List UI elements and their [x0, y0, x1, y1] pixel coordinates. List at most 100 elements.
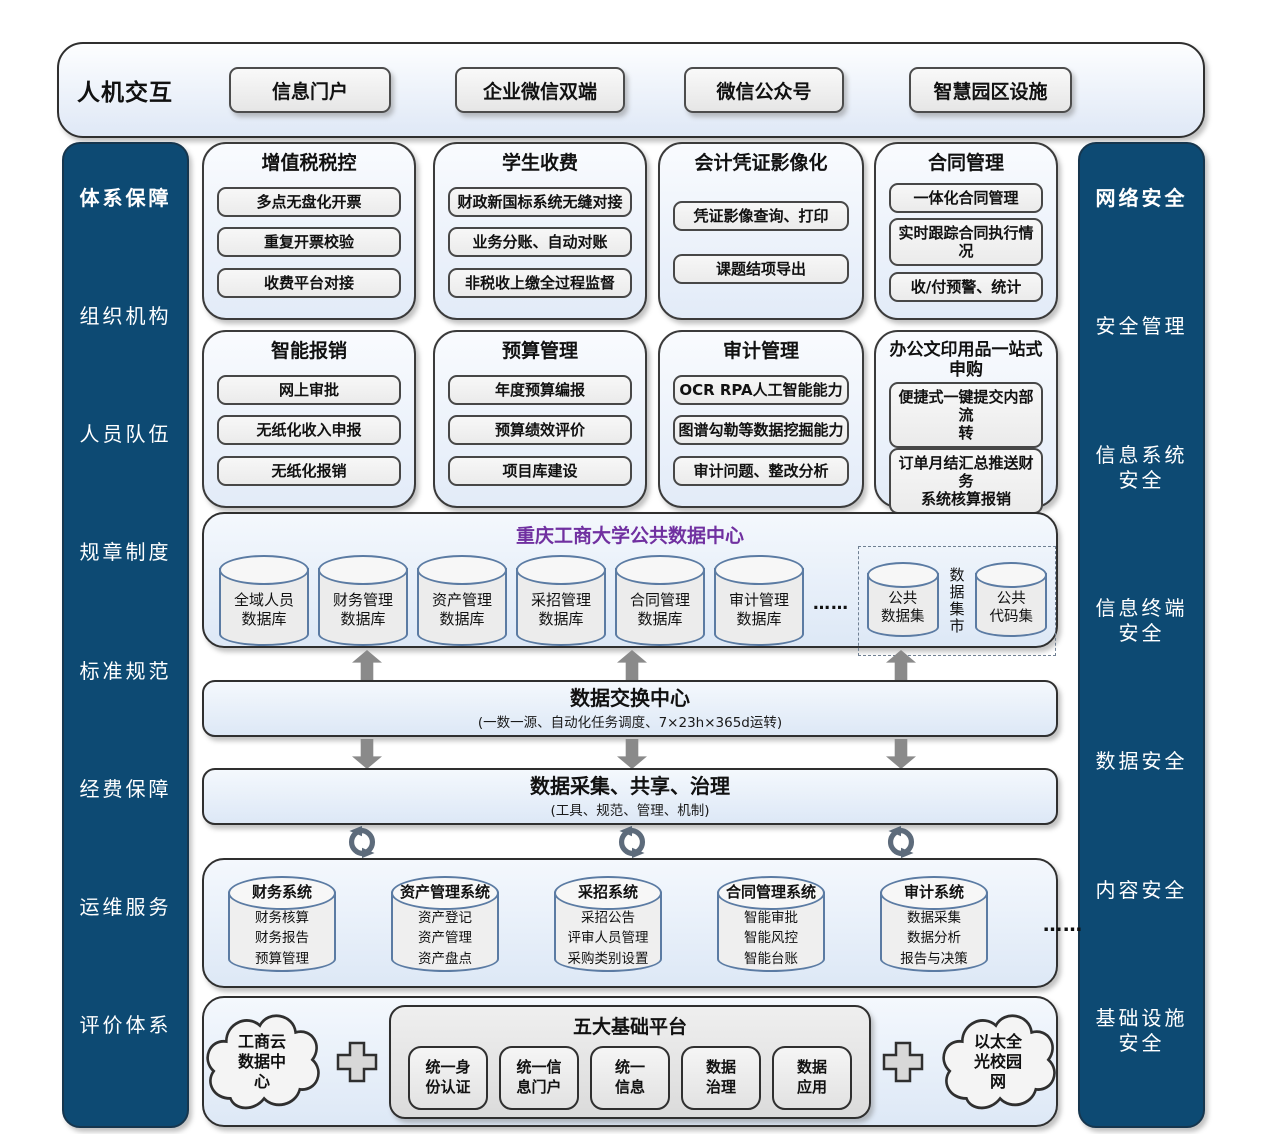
app-card-contract: 合同管理 一体化合同管理 实时跟踪合同执行情况 收/付预警、统计 — [874, 142, 1058, 320]
left-sidebar-item: 评价体系 — [79, 1012, 172, 1037]
database-cylinder: 全域人员 数据库 — [219, 555, 309, 646]
right-sidebar-item: 安全管理 — [1095, 314, 1188, 339]
app-card-budget: 预算管理 年度预算编报 预算绩效评价 项目库建设 — [433, 330, 647, 508]
down-arrow-icon — [352, 739, 382, 769]
data-governance-subtitle: (工具、规范、管理、机制) — [550, 802, 710, 819]
platform-title: 五大基础平台 — [572, 1015, 687, 1038]
hmi-button-wecom: 企业微信双端 — [455, 67, 625, 113]
app-card-smart-reimbursement: 智能报销 网上审批 无纸化收入申报 无纸化报销 — [202, 330, 416, 508]
right-sidebar-item: 信息系统安全 — [1095, 442, 1188, 492]
right-sidebar-item: 内容安全 — [1095, 877, 1188, 902]
app-card-item: 网上审批 — [217, 375, 401, 406]
app-card-student-fees: 学生收费 财政新国标系统无缝对接 业务分账、自动对账 非税收上缴全过程监督 — [433, 142, 647, 320]
system-items: 智能审批 智能风控 智能台账 — [744, 910, 798, 967]
database-label: 全域人员 数据库 — [233, 590, 294, 629]
platform-item-portal: 统一信 息门户 — [499, 1045, 579, 1110]
app-card-item: 重复开票校验 — [217, 227, 401, 258]
app-card-title: 学生收费 — [501, 152, 578, 174]
app-card-item: 收/付预警、统计 — [889, 272, 1043, 303]
app-card-item: 年度预算编报 — [448, 375, 632, 406]
app-card-title: 办公文印用品一站式 申购 — [889, 340, 1043, 380]
app-card-item: OCR RPA人工智能能力 — [673, 375, 849, 406]
hmi-button-portal: 信息门户 — [229, 67, 391, 113]
data-mart-label: 数据集市 — [947, 567, 966, 635]
plus-icon — [882, 1041, 924, 1082]
app-card-item: 非税收上缴全过程监督 — [448, 267, 632, 298]
platform-box: 五大基础平台 统一身 份认证 统一信 息门户 统一 信息 数据 治理 数据 应用 — [389, 1004, 871, 1119]
app-card-item: 无纸化收入申报 — [217, 415, 401, 446]
system-cylinder-audit: 审计系统 数据采集 数据分析 报告与决策 — [880, 876, 988, 972]
app-card-title: 审计管理 — [722, 340, 799, 362]
app-card-title: 合同管理 — [927, 152, 1004, 174]
right-sidebar-item: 基础设施安全 — [1095, 1005, 1188, 1055]
left-sidebar-item: 规章制度 — [79, 540, 172, 565]
app-card-item: 业务分账、自动对账 — [448, 227, 632, 258]
app-card-title: 预算管理 — [501, 340, 578, 362]
database-label: 资产管理 数据库 — [431, 590, 492, 629]
database-row: 全域人员 数据库 财务管理 数据库 资产管理 数据库 采招管理 数据库 合同管理… — [219, 546, 1056, 656]
database-label: 财务管理 数据库 — [332, 590, 393, 629]
left-sidebar-item: 人员队伍 — [79, 422, 172, 447]
system-title: 审计系统 — [903, 883, 964, 901]
ellipsis-text: …… — [813, 594, 849, 614]
database-cylinder: 审计管理 数据库 — [714, 555, 804, 646]
right-sidebar-item: 信息终端安全 — [1095, 595, 1188, 645]
data-exchange-bar: 数据交换中心 (一数一源、自动化任务调度、7×23h×365d运转) — [202, 680, 1058, 737]
app-card-item: 图谱勾勒等数据挖掘能力 — [673, 415, 849, 446]
app-card-item: 审计问题、整改分析 — [673, 455, 849, 486]
app-card-row-1: 增值税税控 多点无盘化开票 重复开票校验 收费平台对接 学生收费 财政新国标系统… — [202, 142, 1058, 320]
app-card-item: 课题结项导出 — [673, 254, 849, 285]
left-sidebar-item: 标准规范 — [79, 658, 172, 683]
down-arrow-icon — [617, 739, 647, 769]
app-card-item: 收费平台对接 — [217, 267, 401, 298]
data-center-title: 重庆工商大学公共数据中心 — [515, 525, 744, 547]
app-card-item: 财政新国标系统无缝对接 — [448, 187, 632, 218]
app-card-item: 无纸化报销 — [217, 455, 401, 486]
database-cylinder: 采招管理 数据库 — [516, 555, 606, 646]
platform-item-application: 数据 应用 — [772, 1045, 852, 1110]
data-mart-group: 公共 数据集 数据集市 公共 代码集 — [858, 546, 1056, 656]
app-card-item: 项目库建设 — [448, 455, 632, 486]
system-title: 合同管理系统 — [725, 883, 816, 901]
right-sidebar-title: 网络安全 — [1095, 186, 1188, 210]
app-card-item: 一体化合同管理 — [889, 182, 1043, 213]
ellipsis-text: …… — [1043, 914, 1083, 936]
app-card-vat: 增值税税控 多点无盘化开票 重复开票校验 收费平台对接 — [202, 142, 416, 320]
cloud-campus-network: 以太全 光校园 网 — [935, 1005, 1061, 1119]
public-codeset-cylinder: 公共 代码集 — [975, 562, 1048, 637]
database-cylinder: 财务管理 数据库 — [318, 555, 408, 646]
hmi-button-wechat: 微信公众号 — [684, 67, 844, 113]
app-card-office-supplies: 办公文印用品一站式 申购 便捷式一键提交内部流 转 订单月结汇总推送财务 系统核… — [874, 330, 1058, 515]
left-sidebar-item: 组织机构 — [79, 304, 172, 329]
app-card-audit: 审计管理 OCR RPA人工智能能力 图谱勾勒等数据挖掘能力 审计问题、整改分析 — [658, 330, 864, 508]
app-card-title: 会计凭证影像化 — [694, 152, 828, 174]
cloud-label: 工商云 数据中 心 — [237, 1031, 286, 1091]
database-cylinder: 合同管理 数据库 — [615, 555, 705, 646]
system-title: 财务系统 — [251, 883, 312, 901]
system-items: 财务核算 财务报告 预算管理 — [255, 910, 309, 967]
hmi-bar: 人机交互 信息门户 企业微信双端 微信公众号 智慧园区设施 — [57, 42, 1205, 138]
data-exchange-subtitle: (一数一源、自动化任务调度、7×23h×365d运转) — [477, 714, 783, 731]
system-cylinder-finance: 财务系统 财务核算 财务报告 预算管理 — [228, 876, 336, 972]
right-sidebar: 网络安全 安全管理 信息系统安全 信息终端安全 数据安全 内容安全 基础设施安全 — [1078, 142, 1205, 1128]
cloud-label: 以太全 光校园 网 — [973, 1031, 1022, 1091]
data-center-panel: 重庆工商大学公共数据中心 全域人员 数据库 财务管理 数据库 资产管理 数据库 … — [202, 512, 1058, 656]
app-card-voucher-imaging: 会计凭证影像化 凭证影像查询、打印 课题结项导出 — [658, 142, 864, 320]
app-card-item: 多点无盘化开票 — [217, 187, 401, 218]
left-sidebar-item: 运维服务 — [79, 894, 172, 919]
business-systems-panel: 财务系统 财务核算 财务报告 预算管理 资产管理系统 资产登记 资产管理 资产盘… — [202, 858, 1082, 988]
data-governance-bar: 数据采集、共享、治理 (工具、规范、管理、机制) — [202, 768, 1058, 825]
system-items: 采招公告 评审人员管理 采购类别设置 — [567, 910, 649, 967]
app-card-item: 订单月结汇总推送财务 系统核算报销 — [889, 448, 1043, 515]
database-cylinder: 资产管理 数据库 — [417, 555, 507, 646]
data-governance-title: 数据采集、共享、治理 — [530, 773, 730, 798]
app-card-item: 实时跟踪合同执行情况 — [889, 218, 1043, 267]
app-card-item: 便捷式一键提交内部流 转 — [889, 382, 1043, 449]
database-label: 审计管理 数据库 — [728, 590, 789, 629]
left-sidebar-item: 经费保障 — [79, 776, 172, 801]
system-items: 资产登记 资产管理 资产盘点 — [418, 910, 472, 967]
system-cylinder-contract: 合同管理系统 智能审批 智能风控 智能台账 — [717, 876, 825, 972]
cloud-icon — [206, 1013, 320, 1109]
cloud-data-center: 工商云 数据中 心 — [199, 1005, 325, 1119]
